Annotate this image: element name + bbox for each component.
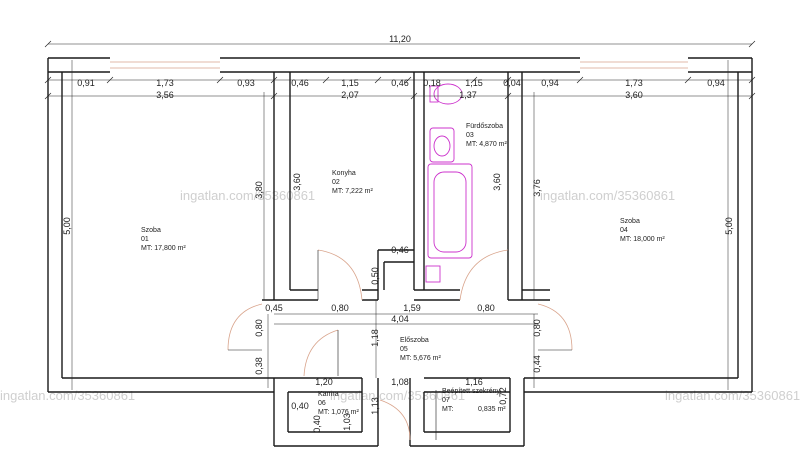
dim-label: 1,20 — [315, 377, 333, 387]
dim-label: 1,15 — [465, 78, 483, 88]
doors — [227, 249, 573, 441]
room-area-label: MT: — [442, 406, 453, 413]
room-01-label: Szoba 01 MT: 17,800 m² — [141, 227, 186, 252]
room-number: 06 — [318, 400, 326, 407]
dimension-ticks — [44, 40, 756, 100]
bathroom-fixtures — [425, 83, 473, 283]
watermark: ingatlan.com/35360861 — [665, 388, 800, 403]
dim-label: 0,80 — [254, 319, 264, 337]
dim-label: 4,04 — [391, 314, 409, 324]
dim-label: 0,46 — [391, 78, 409, 88]
dim-label: 0,80 — [477, 303, 495, 313]
dim-label: 0,44 — [532, 355, 542, 373]
dim-label: 3,76 — [532, 179, 542, 197]
overall-width-label: 11,20 — [389, 34, 411, 44]
toilet-icon — [433, 83, 463, 105]
dim-label: 5,00 — [62, 217, 72, 235]
dim-label: 0,40 — [312, 415, 322, 433]
dim-label: 1,16 — [465, 377, 483, 387]
dim-label: 0,72 — [498, 387, 508, 405]
dim-label: 1,18 — [370, 329, 380, 347]
bathtub-icon — [427, 163, 473, 259]
room-number: 04 — [620, 227, 628, 234]
dim-label: 1,13 — [370, 397, 380, 415]
watermark: ingatlan.com/35360861 — [0, 388, 135, 403]
dim-label: 0,94 — [541, 78, 559, 88]
room-02-label: Konyha 02 MT: 7,222 m² — [332, 170, 374, 195]
dim-label: 0,38 — [254, 357, 264, 375]
dim-label: 0,45 — [265, 303, 283, 313]
dim-label: 0,93 — [237, 78, 255, 88]
dimension-lines — [48, 43, 752, 390]
dim-label: 1,08 — [391, 377, 409, 387]
watermark: ingatlan.com/35360861 — [540, 188, 675, 203]
dim-label: 0,80 — [331, 303, 349, 313]
sink-icon — [429, 127, 455, 163]
vertical-dimensions: 5,00 3,80 3,60 3,60 3,76 5,00 0,80 0,38 … — [62, 173, 734, 433]
room-area: MT: 5,676 m² — [400, 355, 442, 362]
dim-label: 0,40 — [291, 401, 309, 411]
hall-dimensions: 0,45 0,80 1,59 0,80 4,04 0,46 1,20 1,08 … — [265, 245, 495, 411]
room-area: MT: 1,076 m² — [318, 409, 360, 416]
room-name: Fürdőszoba — [466, 123, 503, 130]
washer-icon — [425, 265, 441, 283]
room-05-label: Előszoba 05 MT: 5,676 m² — [400, 337, 442, 362]
dim-label: 0,46 — [291, 78, 309, 88]
dim-label: 5,00 — [724, 217, 734, 235]
walls — [47, 57, 753, 447]
room-number: 03 — [466, 132, 474, 139]
watermark: ingatlan.com/35360861 — [180, 188, 315, 203]
dim-label: 3,60 — [492, 173, 502, 191]
dim-label: 3,80 — [254, 181, 264, 199]
room-04-label: Szoba 04 MT: 18,000 m² — [620, 218, 665, 243]
dim-label: 0,91 — [77, 78, 95, 88]
dim-label: 3,60 — [292, 173, 302, 191]
room-06-label: Kamra 06 MT: 1,076 m² — [318, 391, 360, 416]
dim-label: 0,46 — [391, 245, 409, 255]
room-number: 01 — [141, 236, 149, 243]
room-area: 0,835 m² — [478, 406, 506, 413]
top-dimensions: 11,20 0,91 1,73 0,93 0,46 1,15 0,46 0,18… — [77, 34, 725, 100]
watermarks: ingatlan.com/35360861 ingatlan.com/35360… — [0, 188, 800, 403]
room-number: 05 — [400, 346, 408, 353]
dim-label: 1,59 — [403, 303, 421, 313]
dim-label: 2,07 — [341, 90, 359, 100]
room-area: MT: 18,000 m² — [620, 236, 665, 243]
room-07-label: Beépített szekrény 07 MT: 0,835 m² — [442, 388, 506, 413]
room-area: MT: 7,222 m² — [332, 188, 374, 195]
dim-label: 0,80 — [532, 319, 542, 337]
dim-label: 1,03 — [342, 413, 352, 431]
dim-label: 1,73 — [625, 78, 643, 88]
room-area: MT: 17,800 m² — [141, 245, 186, 252]
dim-label: 0,04 — [503, 78, 521, 88]
dim-label: 0,18 — [423, 78, 441, 88]
room-name: Szoba — [141, 227, 161, 234]
dim-label: 3,56 — [156, 90, 174, 100]
room-area: MT: 4,870 m² — [466, 141, 508, 148]
windows — [110, 61, 688, 69]
room-name: Beépített szekrény — [442, 388, 500, 395]
room-03-label: Fürdőszoba 03 MT: 4,870 m² — [466, 123, 508, 148]
dim-label: 3,60 — [625, 90, 643, 100]
room-number: 07 — [442, 397, 450, 404]
dim-label: 1,37 — [459, 90, 477, 100]
room-name: Konyha — [332, 170, 356, 177]
dim-label: 1,15 — [341, 78, 359, 88]
room-labels: Szoba 01 MT: 17,800 m² Konyha 02 MT: 7,2… — [141, 123, 665, 416]
dim-label: 0,50 — [370, 267, 380, 285]
room-name: Kamra — [318, 391, 339, 398]
room-name: Előszoba — [400, 337, 429, 344]
room-name: Szoba — [620, 218, 640, 225]
dim-label: 1,73 — [156, 78, 174, 88]
dim-label: 0,94 — [707, 78, 725, 88]
room-number: 02 — [332, 179, 340, 186]
